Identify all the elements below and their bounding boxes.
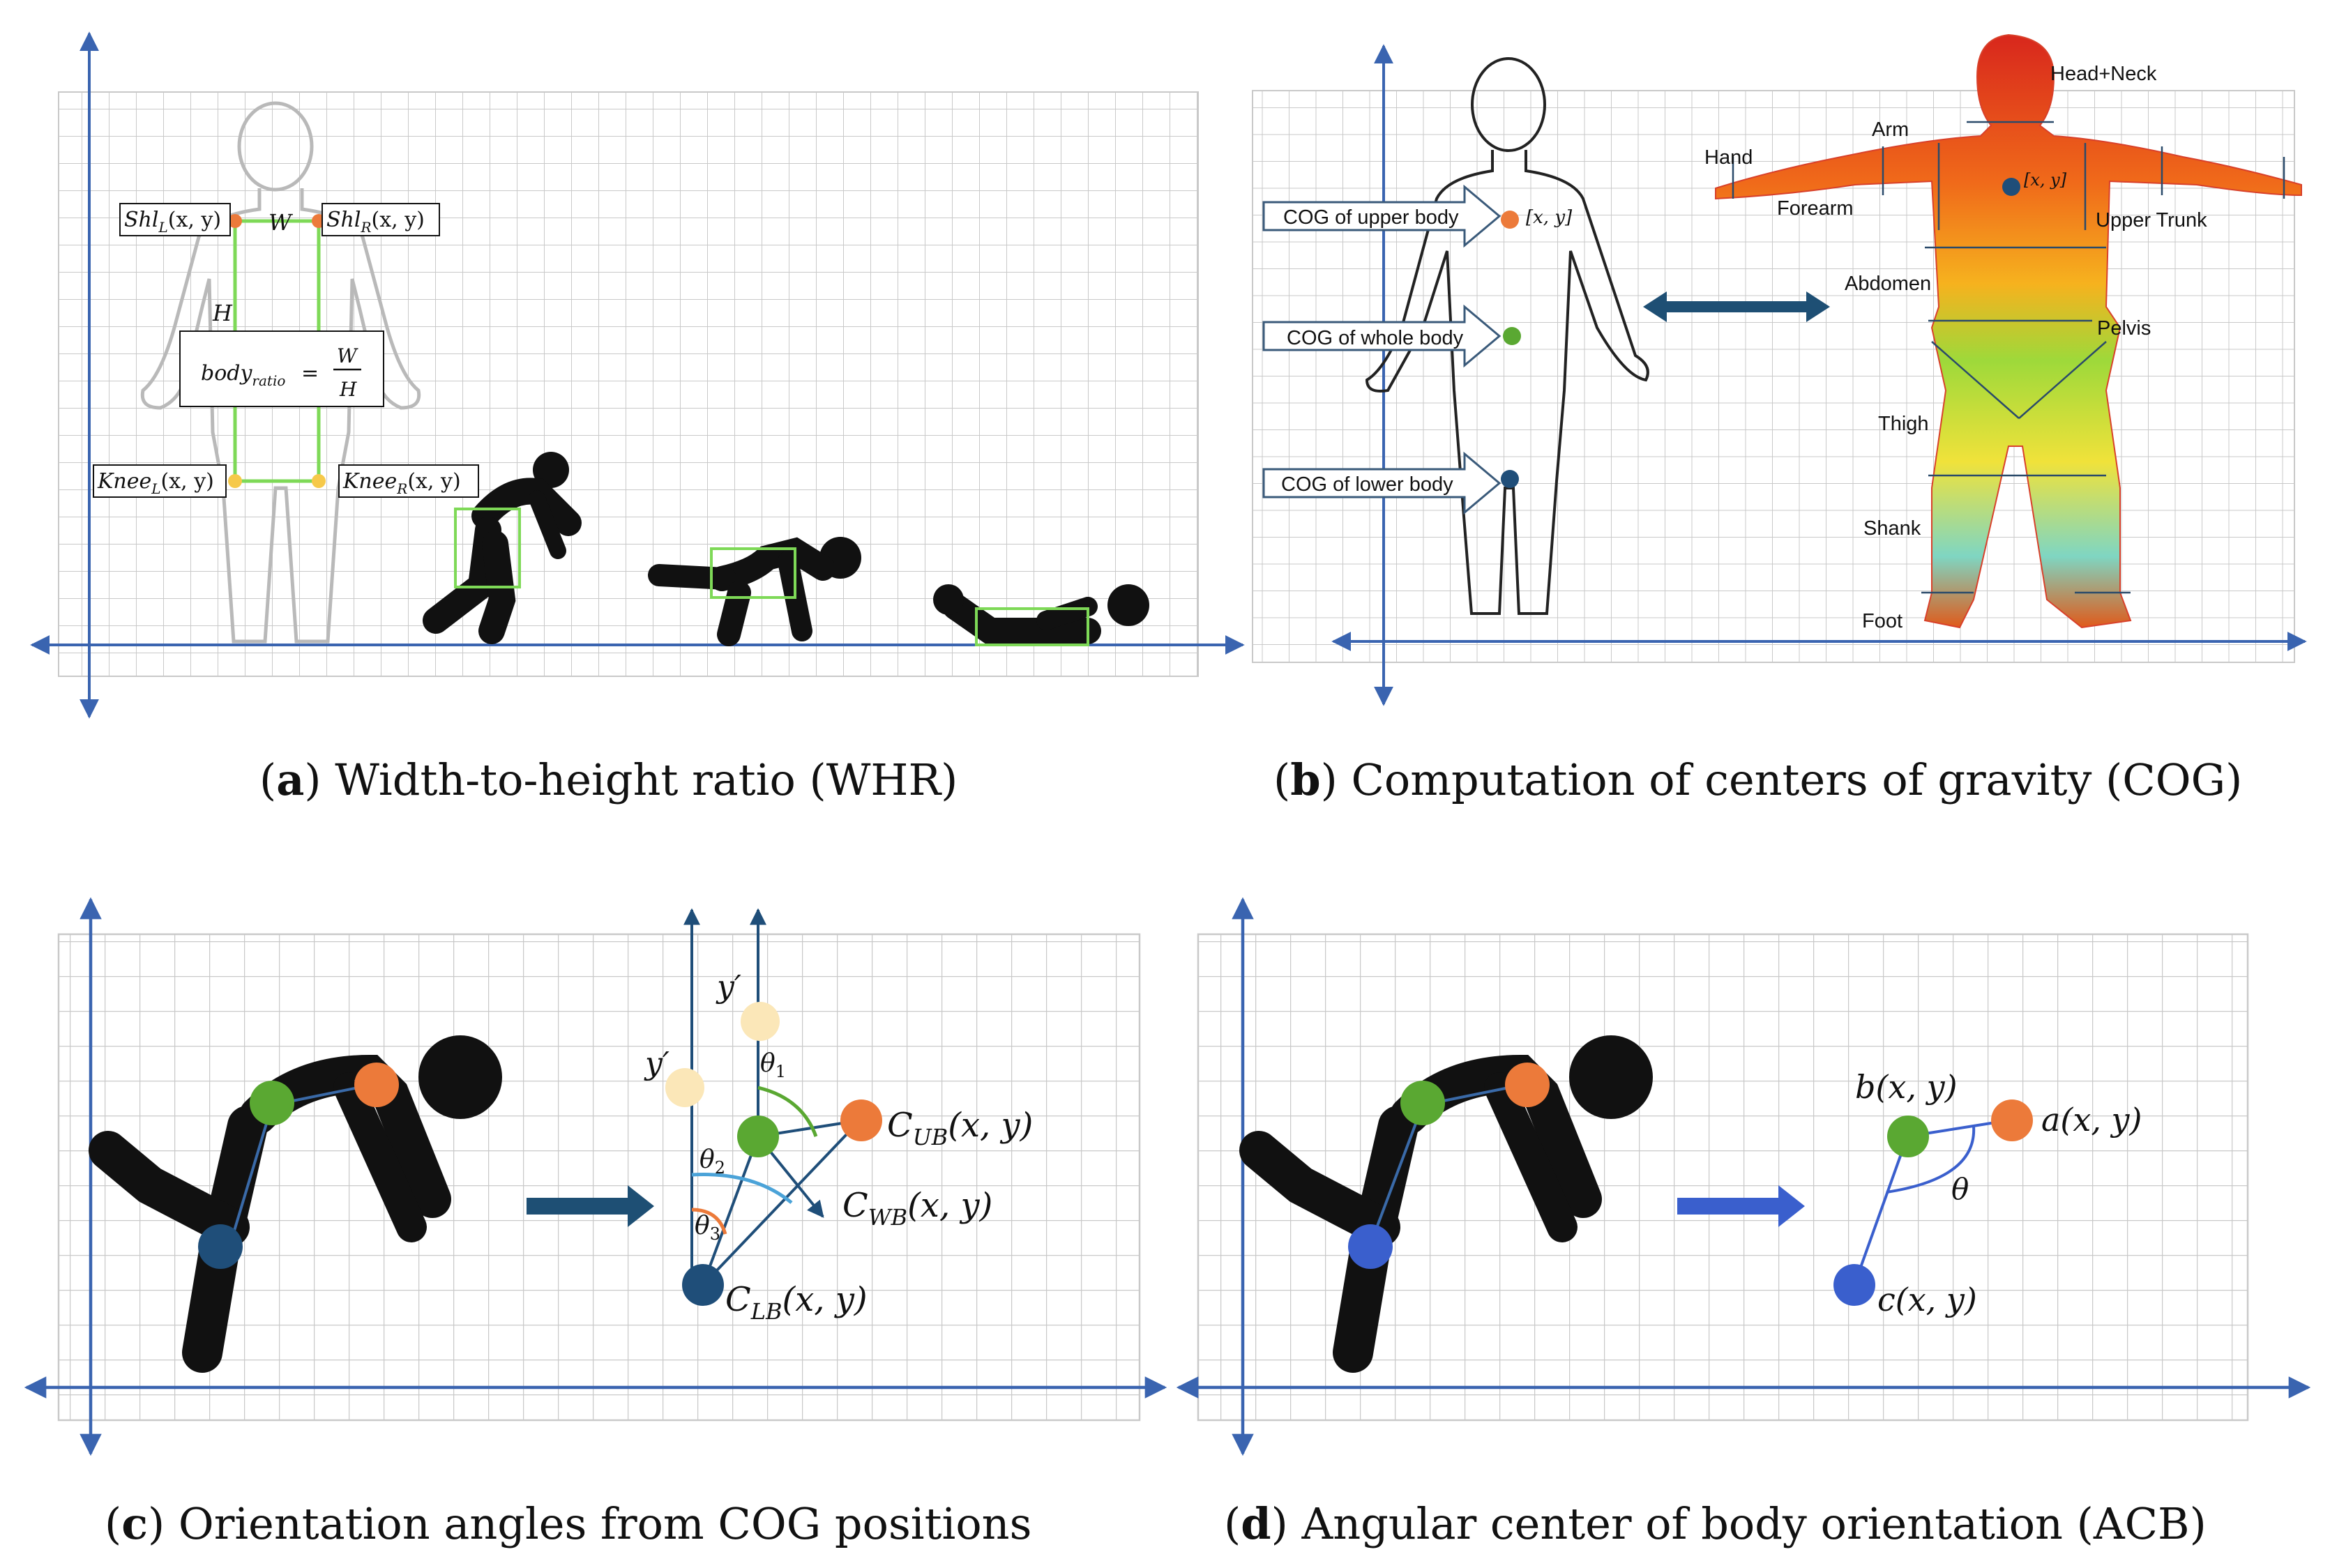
- segment-shank: Shank: [1863, 517, 1921, 540]
- theta2-label: θ2: [699, 1145, 725, 1178]
- formula-eq: =: [301, 361, 319, 386]
- d-label-b: b(x, y): [1855, 1068, 1958, 1106]
- cog-whole-point: [1503, 327, 1521, 345]
- shoulder-right-label: ShlR(x, y): [326, 208, 425, 236]
- cog-upper-point: [1501, 211, 1519, 229]
- thermal-cog-point: [2002, 178, 2020, 196]
- segment-lines: [1732, 121, 2285, 594]
- thermal-cog-xy: [x, y]: [2024, 170, 2067, 190]
- knee-left-label: KneeL(x, y): [97, 469, 214, 497]
- caption-b: (b) Computation of centers of gravity (C…: [1273, 754, 2242, 805]
- caption-c: (c) Orientation angles from COG position…: [105, 1498, 1031, 1549]
- svg-text:COG of lower body: COG of lower body: [1281, 473, 1453, 496]
- segment-thigh: Thigh: [1878, 413, 1929, 435]
- d-theta-label: θ: [1951, 1172, 1969, 1206]
- c-yprime-label-2: y′: [644, 1046, 670, 1081]
- knee-right-point: [312, 474, 326, 488]
- panel-c: y′ y′ θ1 θ2 θ3 CUB(x, y) CWB(x, y) CLB(x…: [24, 897, 1167, 1456]
- formula-lhs: bodyratio: [201, 361, 285, 389]
- c-transform-arrow: [527, 1185, 654, 1227]
- shoulder-left-point: [228, 214, 242, 228]
- falling-2-box: [710, 547, 796, 599]
- svg-text:COG of whole body: COG of whole body: [1287, 327, 1464, 349]
- theta3-arc: [691, 1208, 727, 1235]
- width-label: W: [268, 209, 294, 236]
- caption-d: (d) Angular center of body orientation (…: [1224, 1498, 2207, 1549]
- c-wb-label: CWB(x, y): [842, 1186, 992, 1231]
- knee-left-point: [228, 474, 242, 488]
- falling-figure-2: [648, 537, 861, 646]
- panel-a: ShlL(x, y) ShlR(x, y) KneeL(x, y) KneeR(…: [30, 31, 1245, 719]
- theta3-label: θ3: [695, 1212, 720, 1244]
- segment-hand: Hand: [1704, 146, 1753, 169]
- theta1-label: θ1: [760, 1049, 786, 1081]
- panel-c-grid: [57, 933, 1141, 1422]
- theta1-arc: [757, 1086, 818, 1137]
- segment-arm: Arm: [1872, 119, 1909, 141]
- segment-foot: Foot: [1862, 610, 1902, 632]
- formula-num: W: [337, 344, 358, 367]
- c2-cog-lower: [682, 1264, 724, 1306]
- theta2-arc: [691, 1173, 793, 1204]
- cog-upper-xy: [x, y]: [1526, 207, 1573, 228]
- d2-point-a: [1991, 1099, 2033, 1141]
- c-lb-label: CLB(x, y): [725, 1280, 868, 1325]
- c-link-1: [229, 1104, 273, 1245]
- svg-text:COG of upper body: COG of upper body: [1283, 206, 1459, 229]
- cog-lower-point: [1501, 470, 1519, 488]
- theta-arc: [1886, 1125, 1976, 1194]
- c-cog-whole: [250, 1081, 294, 1125]
- c-yprime-label-1: y′: [716, 969, 741, 1005]
- thermal-body: [1715, 33, 2302, 629]
- falling-3-box: [975, 607, 1089, 646]
- shoulder-left-label: ShlL(x, y): [124, 208, 221, 236]
- cog-upper-arrow: COG of upper body: [1262, 184, 1501, 248]
- cog-lower-arrow: COG of lower body: [1262, 451, 1501, 515]
- c2-cog-upper: [840, 1099, 882, 1141]
- human-outline-gray: [140, 101, 421, 644]
- d-label-c: c(x, y): [1877, 1281, 1977, 1318]
- d-point-b: [1400, 1081, 1445, 1125]
- c-ub-label: CUB(x, y): [887, 1106, 1033, 1150]
- panel-b: [x, y] COG of upper body COG of whole bo…: [1252, 33, 2307, 706]
- c2-cog-whole: [737, 1116, 779, 1157]
- panel-d: b(x, y) a(x, y) c(x, y) θ: [1176, 897, 2311, 1456]
- segment-forearm: Forearm: [1777, 197, 1854, 220]
- d-point-a: [1505, 1063, 1550, 1107]
- knee-right-label: KneeR(x, y): [342, 469, 461, 497]
- segment-upper-trunk: Upper Trunk: [2096, 209, 2207, 231]
- c-cog-upper: [354, 1063, 399, 1107]
- d-transform-arrow: [1677, 1185, 1805, 1227]
- d2-point-b: [1887, 1116, 1929, 1157]
- c-yprime-lower: [665, 1068, 704, 1107]
- c-cog-lower: [198, 1224, 243, 1269]
- segment-pelvis: Pelvis: [2097, 317, 2151, 340]
- caption-a: (a) Width-to-height ratio (WHR): [259, 754, 958, 805]
- falling-1-box: [454, 508, 521, 588]
- cog-whole-arrow: COG of whole body: [1262, 304, 1501, 368]
- segment-head-neck: Head+Neck: [2050, 63, 2157, 85]
- d2-point-c: [1833, 1264, 1875, 1306]
- height-label: H: [212, 300, 233, 326]
- d-label-a: a(x, y): [2041, 1101, 2142, 1139]
- double-arrow: [1643, 291, 1830, 322]
- c-yprime-upper: [741, 1002, 780, 1041]
- d-point-c: [1348, 1224, 1393, 1269]
- segment-abdomen: Abdomen: [1845, 273, 1931, 295]
- formula-den: H: [339, 378, 357, 401]
